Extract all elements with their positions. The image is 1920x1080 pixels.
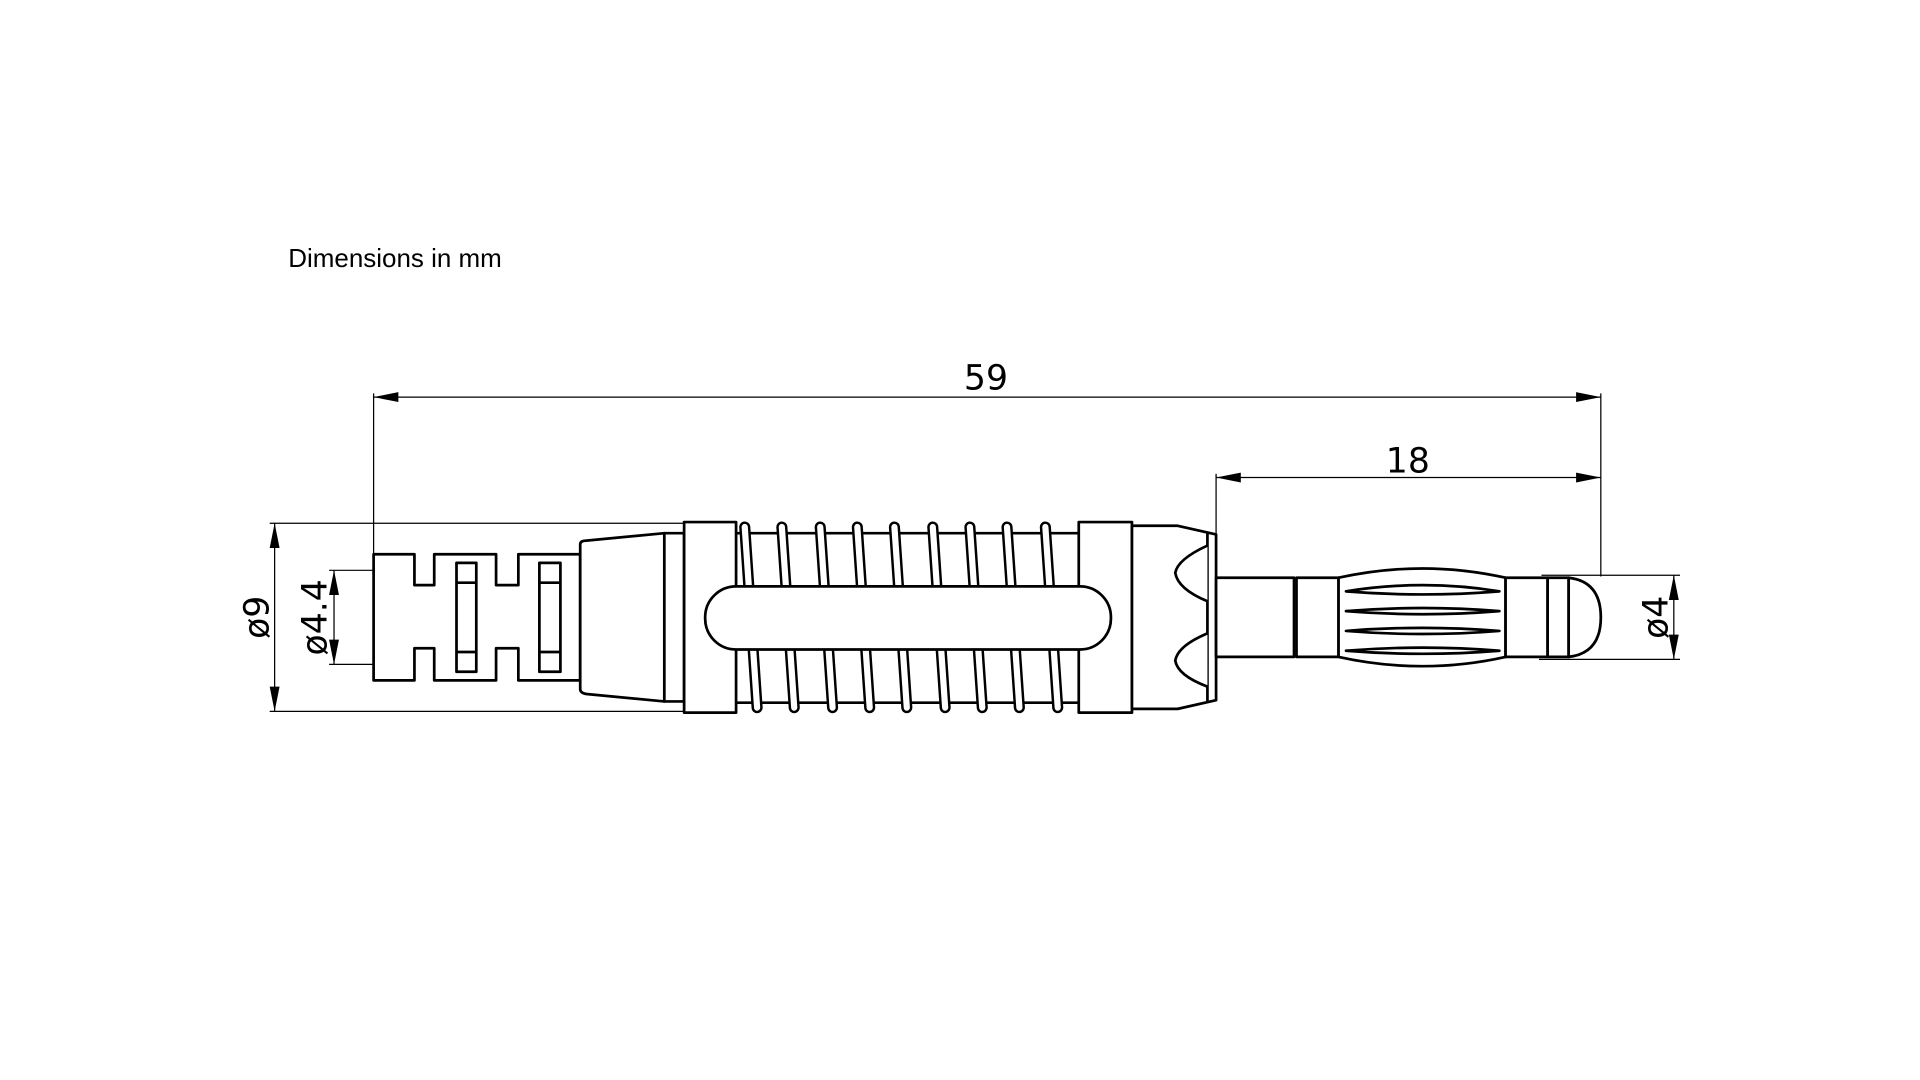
pin-tip (1567, 576, 1603, 659)
dimension-pin-length: 18 (1215, 442, 1601, 535)
window-slot (703, 585, 1113, 651)
dimension-cable-entry-diameter: ø4.4 (296, 569, 374, 665)
dimension-pin-diameter: ø4 (1538, 574, 1680, 660)
overall-length-label: 59 (964, 359, 1008, 399)
cable-entry-diameter-label: ø4.4 (296, 579, 336, 655)
banana-pin (1214, 567, 1603, 668)
units-note: Dimensions in mm (288, 243, 502, 273)
body-diameter-label: ø9 (237, 596, 277, 639)
pin-length-label: 18 (1386, 442, 1430, 482)
cone-sleeve (578, 531, 686, 703)
strain-relief-cap (372, 552, 582, 682)
spring-housing (682, 520, 1134, 714)
pin-diameter-label: ø4 (1637, 596, 1677, 639)
nose-piece (1130, 524, 1218, 711)
dimension-overall-length: 59 (372, 359, 1602, 577)
dimension-body-diameter: ø9 (237, 522, 685, 712)
